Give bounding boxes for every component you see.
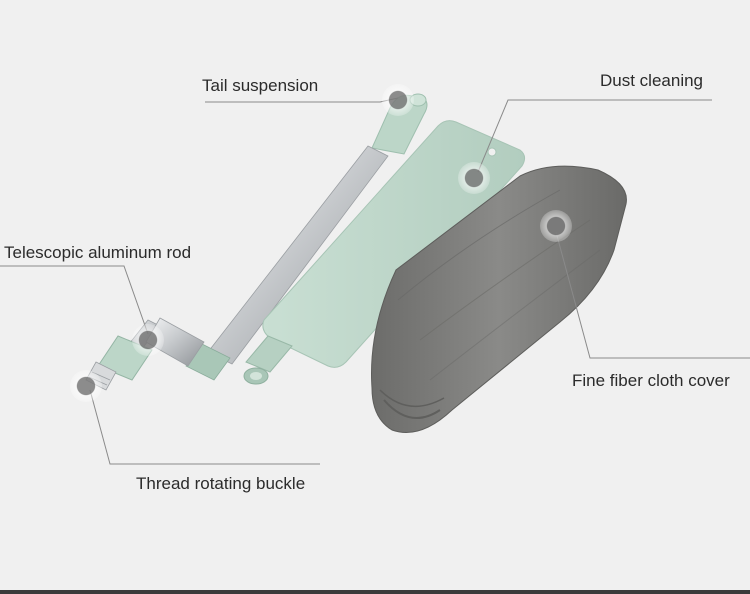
callout-lines <box>0 97 750 465</box>
bottom-bar <box>0 590 750 594</box>
callout-dots <box>70 84 572 402</box>
dot-telescopic-rod <box>132 324 164 356</box>
line-dust-cleaning <box>477 99 712 173</box>
label-thread-buckle: Thread rotating buckle <box>136 474 306 493</box>
label-telescopic-rod: Telescopic aluminum rod <box>4 243 192 262</box>
line-thread-buckle <box>89 389 320 465</box>
plate-neck <box>245 335 293 373</box>
line-fine-fiber <box>555 231 750 359</box>
label-dust-cleaning: Dust cleaning <box>600 71 704 90</box>
dot-tail-suspension <box>382 84 414 116</box>
dot-dust-cleaning <box>458 162 490 194</box>
label-fine-fiber: Fine fiber cloth cover <box>572 371 730 390</box>
dot-fine-fiber <box>540 210 572 242</box>
rod-upper-tube <box>207 145 389 365</box>
line-tail-suspension <box>205 97 399 103</box>
plate-hole <box>487 147 497 157</box>
label-tail-suspension: Tail suspension <box>202 76 319 95</box>
line-telescopic-rod <box>0 265 149 335</box>
dot-thread-buckle <box>70 370 102 402</box>
